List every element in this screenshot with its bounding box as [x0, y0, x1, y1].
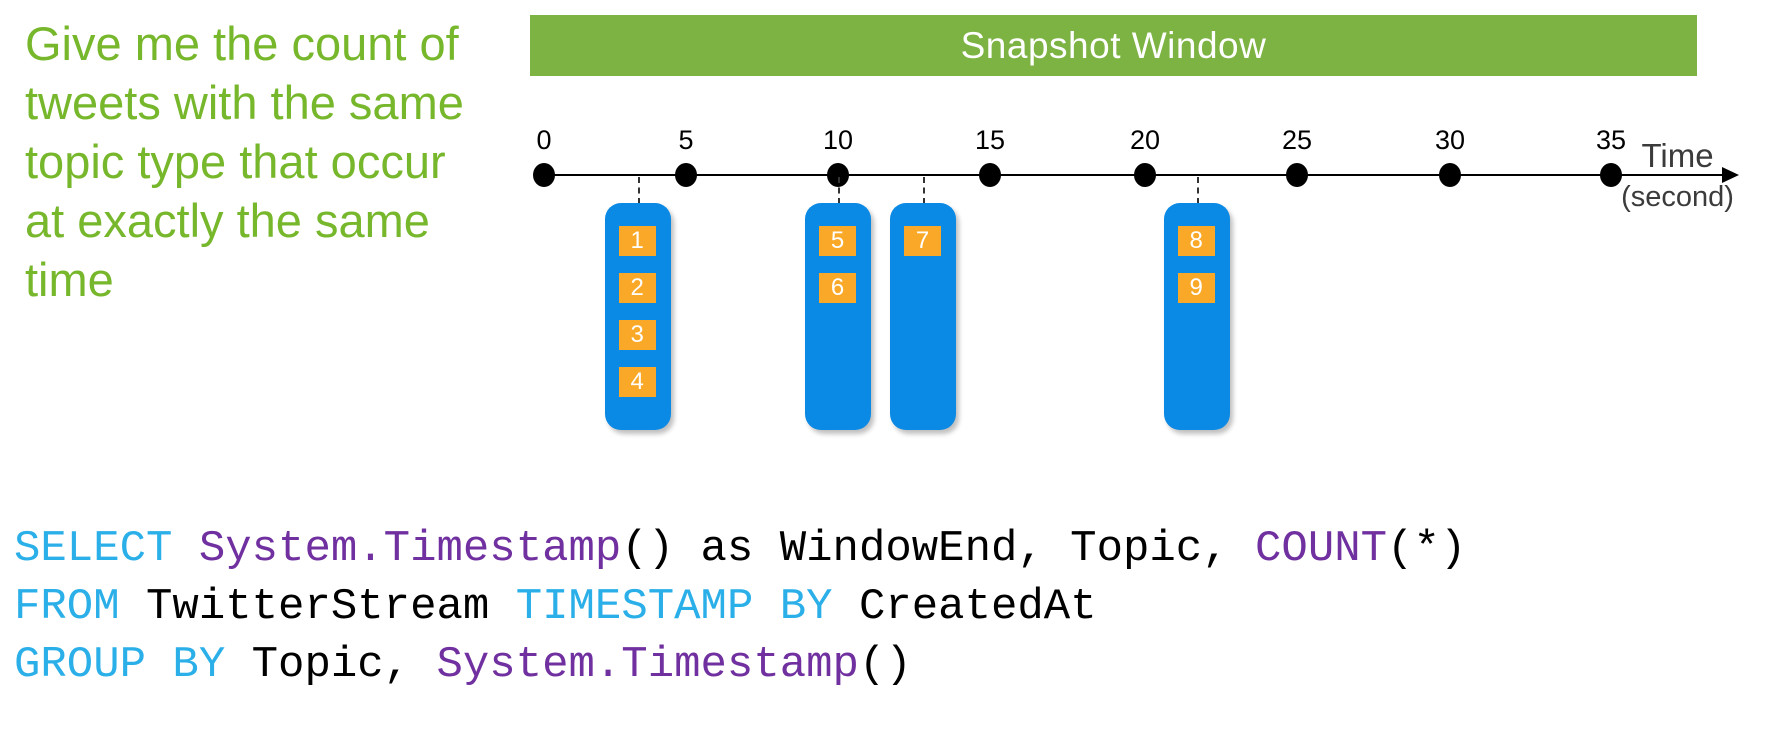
tick-dot [1134, 163, 1156, 187]
sql-code: SELECT System.Timestamp() as WindowEnd, … [14, 520, 1466, 694]
sql-token-keyword: TIMESTAMP BY [515, 582, 833, 632]
event-group: 7 [890, 203, 957, 430]
timeline-arrowhead-icon [1722, 167, 1739, 183]
event-badge: 7 [904, 226, 942, 256]
tick-dot [675, 163, 697, 187]
time-axis-label: Time [1641, 137, 1714, 174]
tick-label: 30 [1434, 125, 1466, 155]
event-group-connector [1196, 177, 1199, 204]
event-badge: 8 [1177, 226, 1215, 256]
tick-dot [533, 163, 555, 187]
time-axis-caption: Time (second) [1615, 138, 1740, 214]
sql-token-plain: () as WindowEnd, Topic, [621, 524, 1256, 574]
sql-code-line: FROM TwitterStream TIMESTAMP BY CreatedA… [14, 578, 1466, 636]
event-badge: 5 [819, 226, 856, 256]
tick-label: 0 [536, 125, 552, 155]
snapshot-window-label: Snapshot Window [960, 24, 1267, 66]
query-description: Give me the count of tweets with the same… [25, 14, 495, 309]
query-description-line: time [25, 253, 114, 306]
tick-dot [1286, 163, 1308, 187]
sql-token-function: System.Timestamp [198, 524, 622, 574]
event-badge: 2 [618, 273, 656, 303]
sql-code-line: SELECT System.Timestamp() as WindowEnd, … [14, 520, 1466, 578]
event-badge: 3 [618, 320, 656, 350]
tick-label: 15 [974, 125, 1006, 155]
sql-token-plain: () [858, 640, 912, 690]
event-group: 1 2 3 4 [604, 203, 671, 430]
tick-dot [1600, 163, 1622, 187]
tick-label: 10 [822, 125, 854, 155]
sql-token-keyword: SELECT [14, 524, 173, 574]
tick-label: 35 [1595, 125, 1627, 155]
sql-token-function: COUNT [1255, 524, 1388, 574]
tick-label: 20 [1129, 125, 1161, 155]
sql-token-keyword: GROUP BY [14, 640, 226, 690]
event-badge: 1 [618, 226, 656, 256]
tick-dot [827, 163, 849, 187]
query-description-line: tweets with the same [25, 76, 464, 129]
query-description-line: at exactly the same [25, 194, 430, 247]
tick-dot [979, 163, 1001, 187]
event-badge: 4 [618, 367, 656, 397]
event-group-connector [637, 177, 640, 204]
sql-code-line: GROUP BY Topic, System.Timestamp() [14, 636, 1466, 694]
snapshot-window-banner: Snapshot Window [530, 15, 1697, 76]
sql-token-plain: TwitterStream [119, 582, 516, 632]
sql-token-plain: (*) [1387, 524, 1467, 574]
query-description-line: topic type that occur [25, 135, 446, 188]
event-badge: 6 [819, 273, 856, 303]
sql-token-function: System.Timestamp [436, 640, 859, 690]
query-description-line: Give me the count of [25, 17, 459, 70]
sql-token-keyword: FROM [14, 582, 120, 632]
sql-token-plain: CreatedAt [832, 582, 1097, 632]
event-badge: 9 [1177, 273, 1215, 303]
tick-dot [1439, 163, 1461, 187]
tick-label: 5 [678, 125, 694, 155]
sql-token-plain [172, 524, 198, 574]
sql-token-plain: Topic, [225, 640, 437, 690]
event-group-connector [838, 177, 840, 204]
tick-label: 25 [1281, 125, 1313, 155]
event-group-connector [923, 177, 926, 204]
time-axis-unit: (second) [1621, 181, 1734, 213]
